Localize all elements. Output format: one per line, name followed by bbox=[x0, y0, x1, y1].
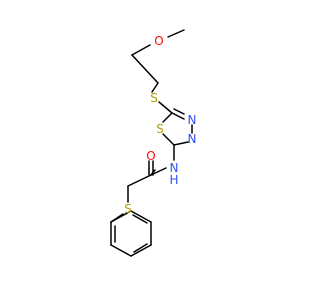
bond-ch2-ch2 bbox=[131, 54, 159, 84]
atom-s-thioether-top: S bbox=[150, 91, 158, 105]
atom-n-amide: N bbox=[170, 161, 179, 175]
atom-o-carbonyl: O bbox=[146, 149, 155, 163]
atom-s-phenyl: S bbox=[124, 202, 132, 216]
atom-n-ring-lower: N bbox=[188, 132, 197, 146]
bond-ph-2-3 bbox=[110, 244, 132, 257]
bond-ph-6-1 bbox=[110, 210, 132, 223]
bond-s-ring-c5 bbox=[158, 101, 173, 114]
bond-s1-c2 bbox=[162, 133, 175, 146]
bond-ph-5-6 bbox=[130, 210, 152, 223]
bond-c2-n3 bbox=[173, 141, 189, 146]
atom-labels: O S S N N N H O S bbox=[124, 34, 196, 216]
bond-ch2-s bbox=[151, 82, 159, 93]
bonds bbox=[110, 29, 193, 257]
atom-o-methoxy: O bbox=[154, 34, 163, 48]
bond-ph-inner-b bbox=[133, 243, 148, 253]
atom-s-ring: S bbox=[156, 122, 164, 136]
bond-ph-inner-c bbox=[132, 214, 148, 224]
bond-co-ch2 bbox=[127, 174, 152, 187]
bond-n4-c5 bbox=[171, 112, 185, 120]
structure-diagram: O S S N N N H O S bbox=[110, 29, 196, 257]
bond-o-ch2 bbox=[131, 44, 151, 56]
bond-methyl-o bbox=[167, 29, 185, 38]
bond-n4-c5-double bbox=[173, 108, 185, 115]
bond-c5-s1 bbox=[162, 112, 173, 123]
bond-ph-3-4 bbox=[130, 244, 152, 257]
atom-h-amide: H bbox=[169, 173, 178, 187]
atom-n-ring-upper: N bbox=[188, 113, 197, 127]
molecule-canvas: O S S N N N H O S bbox=[110, 29, 196, 257]
